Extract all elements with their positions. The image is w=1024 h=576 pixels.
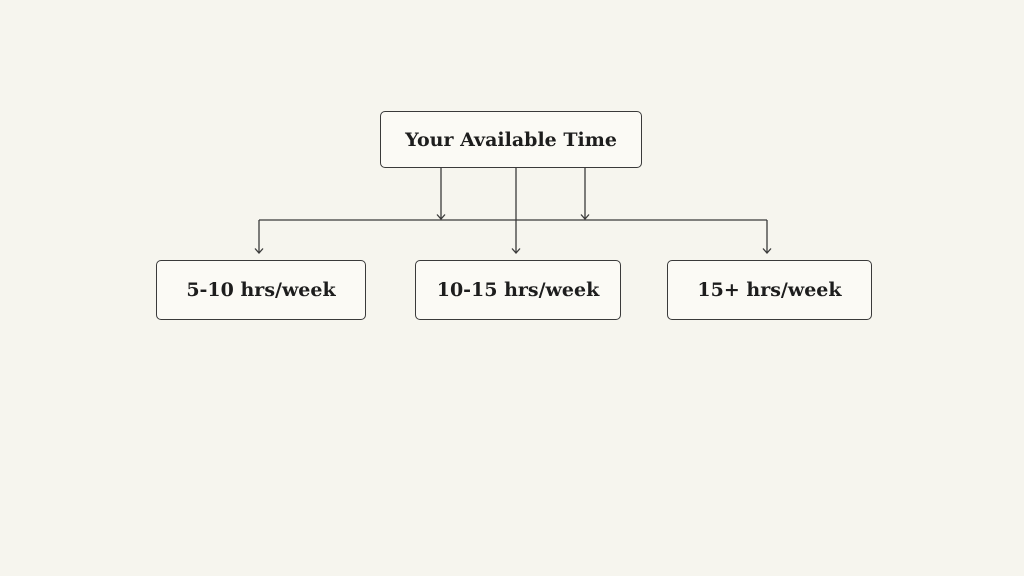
child-node-15-plus-hrs: 15+ hrs/week: [667, 260, 872, 320]
child-node-5-10-hrs: 5-10 hrs/week: [156, 260, 366, 320]
child-node-label: 15+ hrs/week: [697, 279, 842, 301]
child-node-label: 10-15 hrs/week: [436, 279, 600, 301]
root-node-label: Your Available Time: [405, 128, 617, 151]
root-node: Your Available Time: [380, 111, 642, 168]
child-node-10-15-hrs: 10-15 hrs/week: [415, 260, 621, 320]
child-node-label: 5-10 hrs/week: [186, 279, 336, 301]
